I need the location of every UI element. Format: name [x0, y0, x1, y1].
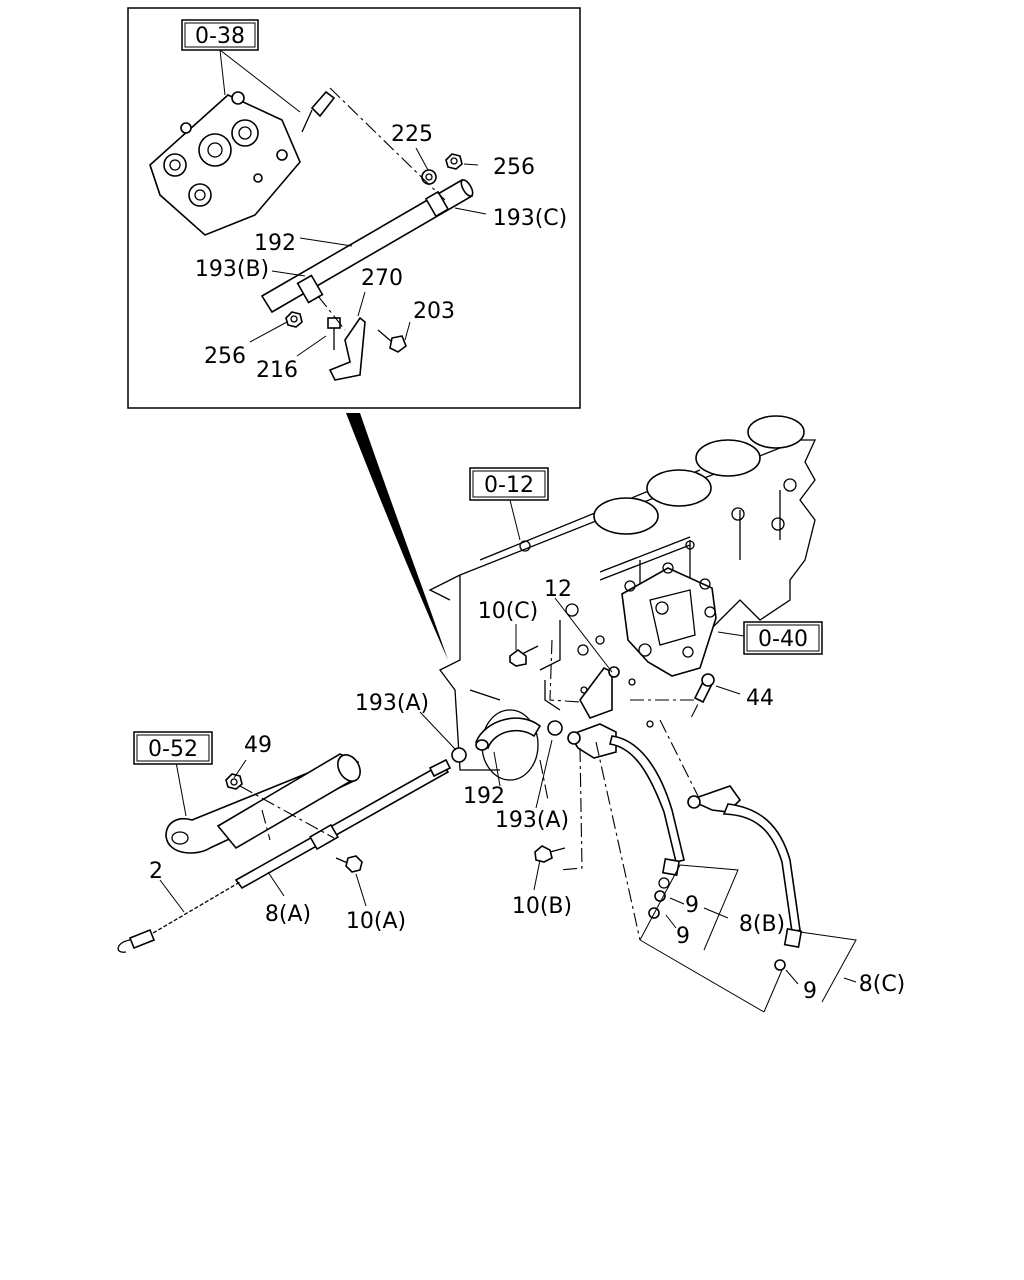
engine-block: [428, 415, 817, 781]
bolt-203: [377, 329, 407, 353]
label-9-b: 9: [676, 924, 690, 949]
label-2: 2: [149, 859, 163, 884]
label-192-inset: 192: [254, 231, 296, 256]
bolt-10a: [335, 855, 363, 873]
bolt-10c: [509, 645, 539, 667]
oring-9-c: [774, 959, 786, 971]
dipstick-guide-8a: [234, 758, 452, 890]
label-10c: 10(C): [478, 599, 539, 624]
label-192-main: 192: [463, 784, 505, 809]
ref-box-0-52: 0-52: [133, 731, 213, 765]
label-193a-right: 193(A): [495, 808, 569, 833]
label-10b: 10(B): [512, 894, 572, 919]
label-49: 49: [244, 733, 272, 758]
ref-label-0-38: 0-38: [195, 24, 245, 49]
washer-225: [421, 169, 437, 185]
label-9-a: 9: [685, 893, 699, 918]
nut-256-top: [445, 153, 463, 170]
bolt-10b: [534, 845, 566, 863]
bracket-270: [328, 316, 366, 381]
ref-label-0-12: 0-12: [484, 473, 534, 498]
bracket-12: [579, 666, 636, 719]
bracket-0-52: [165, 753, 361, 854]
hose-192: [474, 717, 542, 751]
detail-pointer: [346, 413, 448, 660]
nut-49: [225, 773, 243, 790]
dipstick-2: [117, 881, 241, 953]
clamp-193a-right: [547, 720, 563, 736]
inset-detail: [127, 7, 581, 409]
label-10a: 10(A): [346, 909, 406, 934]
ref-box-0-40: 0-40: [743, 621, 823, 655]
label-256-top: 256: [493, 155, 535, 180]
label-225: 225: [391, 122, 433, 147]
bolt-216: [327, 317, 341, 350]
pipe-192-inset: [260, 178, 474, 314]
nut-256-lower: [285, 311, 303, 328]
label-193c: 193(C): [493, 206, 568, 231]
bracket-0-40: [621, 562, 717, 677]
banjo-fitting: [301, 90, 336, 133]
label-193a-left: 193(A): [355, 691, 429, 716]
ref-box-0-38: 0-38: [181, 19, 259, 51]
bolt-44: [693, 673, 715, 704]
pump-housing: [149, 91, 301, 236]
label-44: 44: [746, 686, 774, 711]
label-12: 12: [544, 577, 572, 602]
label-193b: 193(B): [195, 257, 269, 282]
label-216: 216: [256, 358, 298, 383]
label-8c: 8(C): [859, 972, 906, 997]
leader-lines: [159, 499, 857, 1013]
label-8b: 8(B): [739, 912, 785, 937]
pipe-8b: [609, 735, 685, 889]
ref-label-0-40: 0-40: [758, 627, 808, 652]
pipe-connector: [567, 720, 654, 759]
label-203: 203: [413, 299, 455, 324]
label-256-lower: 256: [204, 344, 246, 369]
ref-label-0-52: 0-52: [148, 737, 198, 762]
label-270: 270: [361, 266, 403, 291]
ref-box-0-12: 0-12: [469, 467, 549, 501]
part-labels: 225 256 193(C) 192 193(B) 270 203 256 21…: [149, 122, 905, 1004]
label-9-c: 9: [803, 979, 817, 1004]
pipe-8c: [687, 785, 803, 949]
clamp-193a-left: [451, 747, 467, 763]
label-8a: 8(A): [265, 902, 311, 927]
